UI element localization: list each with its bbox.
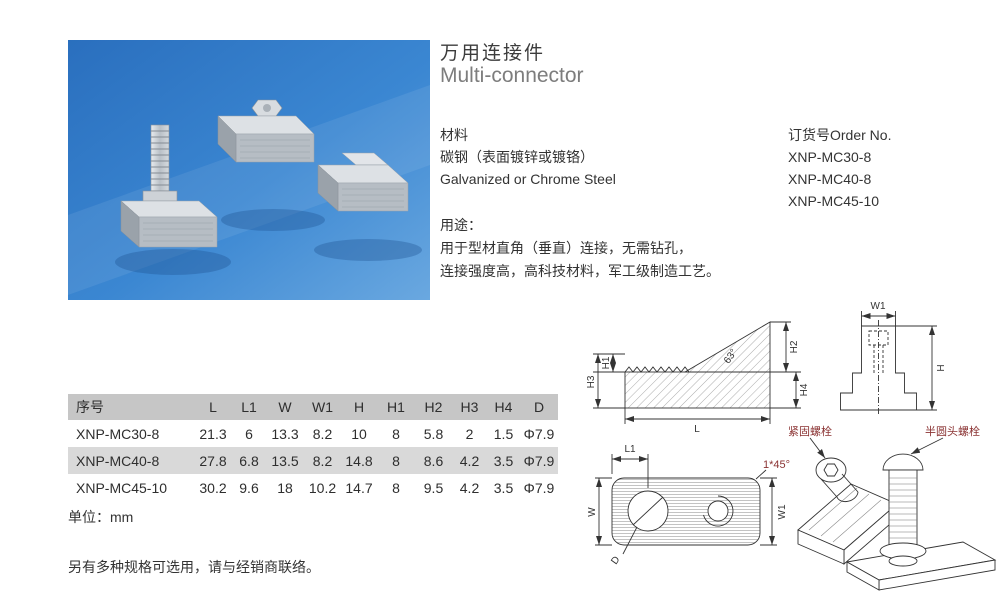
col-header-l1: L1 (241, 399, 257, 415)
cell-value: 14.8 (345, 452, 373, 469)
cell-value: 18 (277, 479, 293, 496)
dim-label-h3: H3 (586, 375, 597, 388)
usage-heading: 用途： (440, 217, 482, 233)
cell-value: 8 (392, 479, 400, 496)
dim-label-w1-plan: W1 (777, 504, 788, 519)
chamfer-label: 1*45° (763, 459, 790, 471)
cell-value: 13.5 (271, 452, 299, 469)
col-header-l: L (209, 399, 217, 415)
product-photo-image (68, 40, 430, 300)
product-photo (68, 40, 430, 300)
footer-note: 另有多种规格可选用，请与经销商联络。 (68, 559, 320, 575)
cell-value: Φ7.9 (523, 452, 555, 469)
col-header-model: 序号 (76, 399, 104, 415)
material-heading: 材料 (440, 127, 468, 143)
cell-model: XNP-MC45-10 (76, 479, 168, 496)
cell-value: 10.2 (308, 479, 337, 496)
dim-label-l1: L1 (624, 444, 636, 455)
cell-value: 21.3 (199, 425, 227, 442)
col-header-h1: H1 (387, 399, 405, 415)
drawing-isometric: 紧固螺栓 半圆头螺栓 (788, 424, 997, 591)
cell-value: Φ7.9 (523, 425, 555, 442)
cell-value: 8 (392, 425, 400, 442)
drawing-front-view: W1 H (840, 301, 947, 416)
connector-right (314, 152, 422, 261)
order-heading: 订货号Order No. (788, 127, 892, 143)
cell-value: 4.2 (459, 452, 480, 469)
connector-left (115, 124, 231, 275)
dim-label-d: D (609, 554, 622, 566)
col-header-h: H (353, 399, 365, 415)
table-row: XNP-MC40-8 27.8 6.8 13.5 8.2 14.8 8 8.6 … (68, 447, 558, 474)
cell-value: 8.2 (312, 425, 333, 442)
cell-value: 3.5 (493, 479, 514, 496)
col-header-w: W (278, 399, 292, 415)
dim-label-h: H (936, 364, 947, 371)
order-item: XNP-MC30-8 (788, 149, 872, 165)
cell-value: 6 (245, 425, 253, 442)
technical-drawings: H1 H3 H2 H4 L 63° W1 H (586, 301, 997, 591)
connector-middle (217, 99, 325, 231)
cell-value: 1.5 (493, 425, 514, 442)
cell-model: XNP-MC40-8 (76, 452, 160, 469)
drawing-side-view: H1 H3 H2 H4 L 63° (586, 321, 810, 435)
col-header-h3: H3 (460, 399, 479, 415)
usage-line: 用于型材直角（垂直）连接，无需钻孔， (440, 240, 692, 256)
page-title-zh: 万用连接件 (440, 43, 546, 64)
cell-value: 27.8 (199, 452, 227, 469)
col-header-h4: H4 (494, 399, 513, 415)
dim-label-h1: H1 (601, 356, 612, 369)
drawing-plan-view: L1 W W1 D 1*45° (587, 444, 790, 567)
fastening-bolt-label: 紧固螺栓 (788, 424, 832, 438)
table-header-row: 序号 L L1 W W1 H H1 H2 H3 H4 D (68, 394, 558, 420)
round-head-bolt-label: 半圆头螺栓 (925, 424, 980, 438)
cell-value: 3.5 (493, 452, 514, 469)
material-line-zh: 碳钢（表面镀锌或镀铬） (440, 149, 594, 165)
dim-label-h4: H4 (799, 383, 810, 396)
spec-table: 序号 L L1 W W1 H H1 H2 H3 H4 D XNP-MC30-8 … (68, 394, 558, 501)
cell-value: 8.6 (423, 452, 444, 469)
col-header-h2: H2 (424, 399, 443, 415)
cell-value: 13.3 (271, 425, 299, 442)
order-item: XNP-MC40-8 (788, 171, 872, 187)
cell-value: 4.2 (459, 479, 480, 496)
cell-value: 10 (351, 425, 367, 442)
cell-value: 9.5 (423, 479, 444, 496)
dim-label-l: L (694, 424, 700, 435)
dim-label-h2: H2 (789, 340, 800, 353)
cell-model: XNP-MC30-8 (76, 425, 160, 442)
page-title-en: Multi-connector (440, 64, 584, 87)
material-block: 材料 碳钢（表面镀锌或镀铬） Galvanized or Chrome Stee… (440, 124, 616, 190)
order-block: 订货号Order No. XNP-MC30-8 XNP-MC40-8 XNP-M… (788, 124, 891, 212)
order-item: XNP-MC45-10 (788, 193, 880, 209)
cell-value: Φ7.9 (523, 479, 555, 496)
cell-value: 30.2 (199, 479, 227, 496)
table-row: XNP-MC45-10 30.2 9.6 18 10.2 14.7 8 9.5 … (68, 474, 558, 501)
usage-block: 用途： 用于型材直角（垂直）连接，无需钻孔， 连接强度高，高科技材料，军工级制造… (440, 214, 720, 283)
dim-label-w1-front: W1 (871, 301, 886, 312)
unit-label: 单位：mm (68, 509, 134, 525)
col-header-w1: W1 (312, 399, 333, 415)
cell-value: 14.7 (345, 479, 373, 496)
usage-line: 连接强度高，高科技材料，军工级制造工艺。 (440, 263, 720, 279)
cell-value: 8.2 (312, 452, 333, 469)
table-row: XNP-MC30-8 21.3 6 13.3 8.2 10 8 5.8 2 1.… (68, 420, 558, 447)
col-header-d: D (533, 399, 545, 415)
cell-value: 6.8 (239, 452, 259, 469)
dim-label-w: W (587, 507, 598, 517)
cell-value: 8 (392, 452, 400, 469)
material-line-en: Galvanized or Chrome Steel (440, 171, 616, 187)
cell-value: 2 (465, 425, 474, 442)
cell-value: 9.6 (239, 479, 259, 496)
cell-value: 5.8 (423, 425, 444, 442)
